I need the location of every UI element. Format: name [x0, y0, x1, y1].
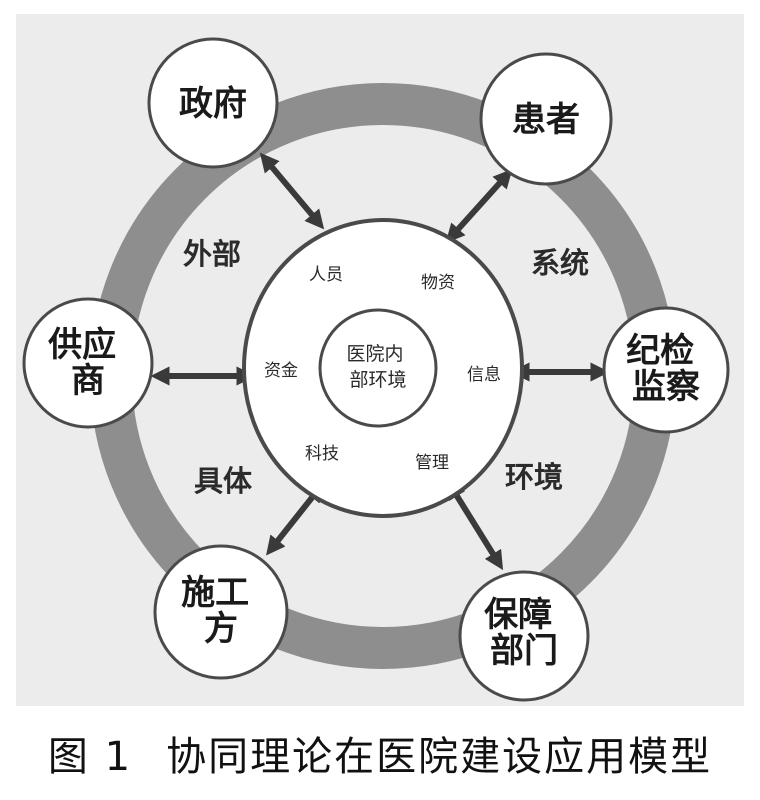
node-discipline-inspection-line-1: 纪检: [626, 331, 694, 371]
figure-number: 图 1: [47, 734, 133, 780]
arrow-patient: [445, 168, 513, 244]
node-patient-label: 患者: [512, 100, 580, 140]
ring-label-external: 外部: [183, 237, 241, 271]
node-patient: 患者: [479, 52, 613, 186]
node-support-department-circle: [458, 570, 590, 702]
ring-label-system: 系统: [531, 246, 589, 280]
node-supplier-line-1: 供应: [47, 325, 116, 365]
node-discipline-inspection-circle: [602, 306, 730, 434]
arrow-support: [446, 479, 504, 571]
node-government: 政府: [147, 37, 279, 169]
node-support-department-line-1: 保障: [484, 595, 552, 635]
ring-label-environment: 环境: [505, 460, 563, 494]
node-support-department: 保障 部门: [458, 570, 590, 702]
inner-item-materials: 物资: [421, 273, 455, 293]
arrow-government: [259, 152, 325, 230]
core-label-line-2: 部环境: [349, 369, 406, 391]
node-discipline-inspection-label: 纪检 监察: [626, 331, 706, 407]
node-supplier: 供应 商: [22, 297, 154, 429]
inner-item-personnel: 人员: [309, 265, 343, 285]
node-supplier-circle: [22, 297, 154, 429]
core-label-line-1: 医院内: [346, 343, 403, 365]
node-support-department-label: 保障 部门: [484, 595, 564, 671]
node-support-department-line-2: 部门: [490, 631, 558, 671]
node-construction-line-2: 方: [204, 609, 238, 649]
node-supplier-label: 供应 商: [47, 325, 128, 401]
node-construction-circle: [153, 544, 289, 680]
inner-item-funds: 资金: [264, 361, 298, 381]
node-government-label: 政府: [179, 84, 247, 124]
core-label: 医院内 部环境: [346, 343, 409, 391]
node-construction: 施工 方: [153, 544, 289, 680]
figure-caption: 图 1 协同理论在医院建设应用模型: [0, 724, 760, 782]
node-construction-label: 施工 方: [181, 573, 261, 649]
node-government-circle: [147, 37, 279, 169]
node-construction-line-1: 施工: [181, 573, 249, 613]
connection-arrows: [150, 152, 610, 571]
ring-label-specific: 具体: [194, 464, 253, 498]
node-patient-circle: [479, 52, 613, 186]
collaboration-model-diagram: 医院内 部环境 人员 物资 信息 管理 科技 资金 外部 系统 具体 环境 政府…: [16, 14, 744, 706]
node-discipline-inspection-line-2: 监察: [632, 367, 700, 407]
node-discipline-inspection: 纪检 监察: [602, 306, 730, 434]
figure-title: 协同理论在医院建设应用模型: [166, 734, 713, 780]
node-supplier-line-2: 商: [71, 361, 105, 401]
inner-item-management: 管理: [415, 453, 449, 473]
inner-item-technology: 科技: [305, 444, 339, 464]
core-circle: [318, 308, 438, 428]
inner-item-information: 信息: [467, 365, 501, 385]
arrow-construction: [266, 482, 324, 556]
